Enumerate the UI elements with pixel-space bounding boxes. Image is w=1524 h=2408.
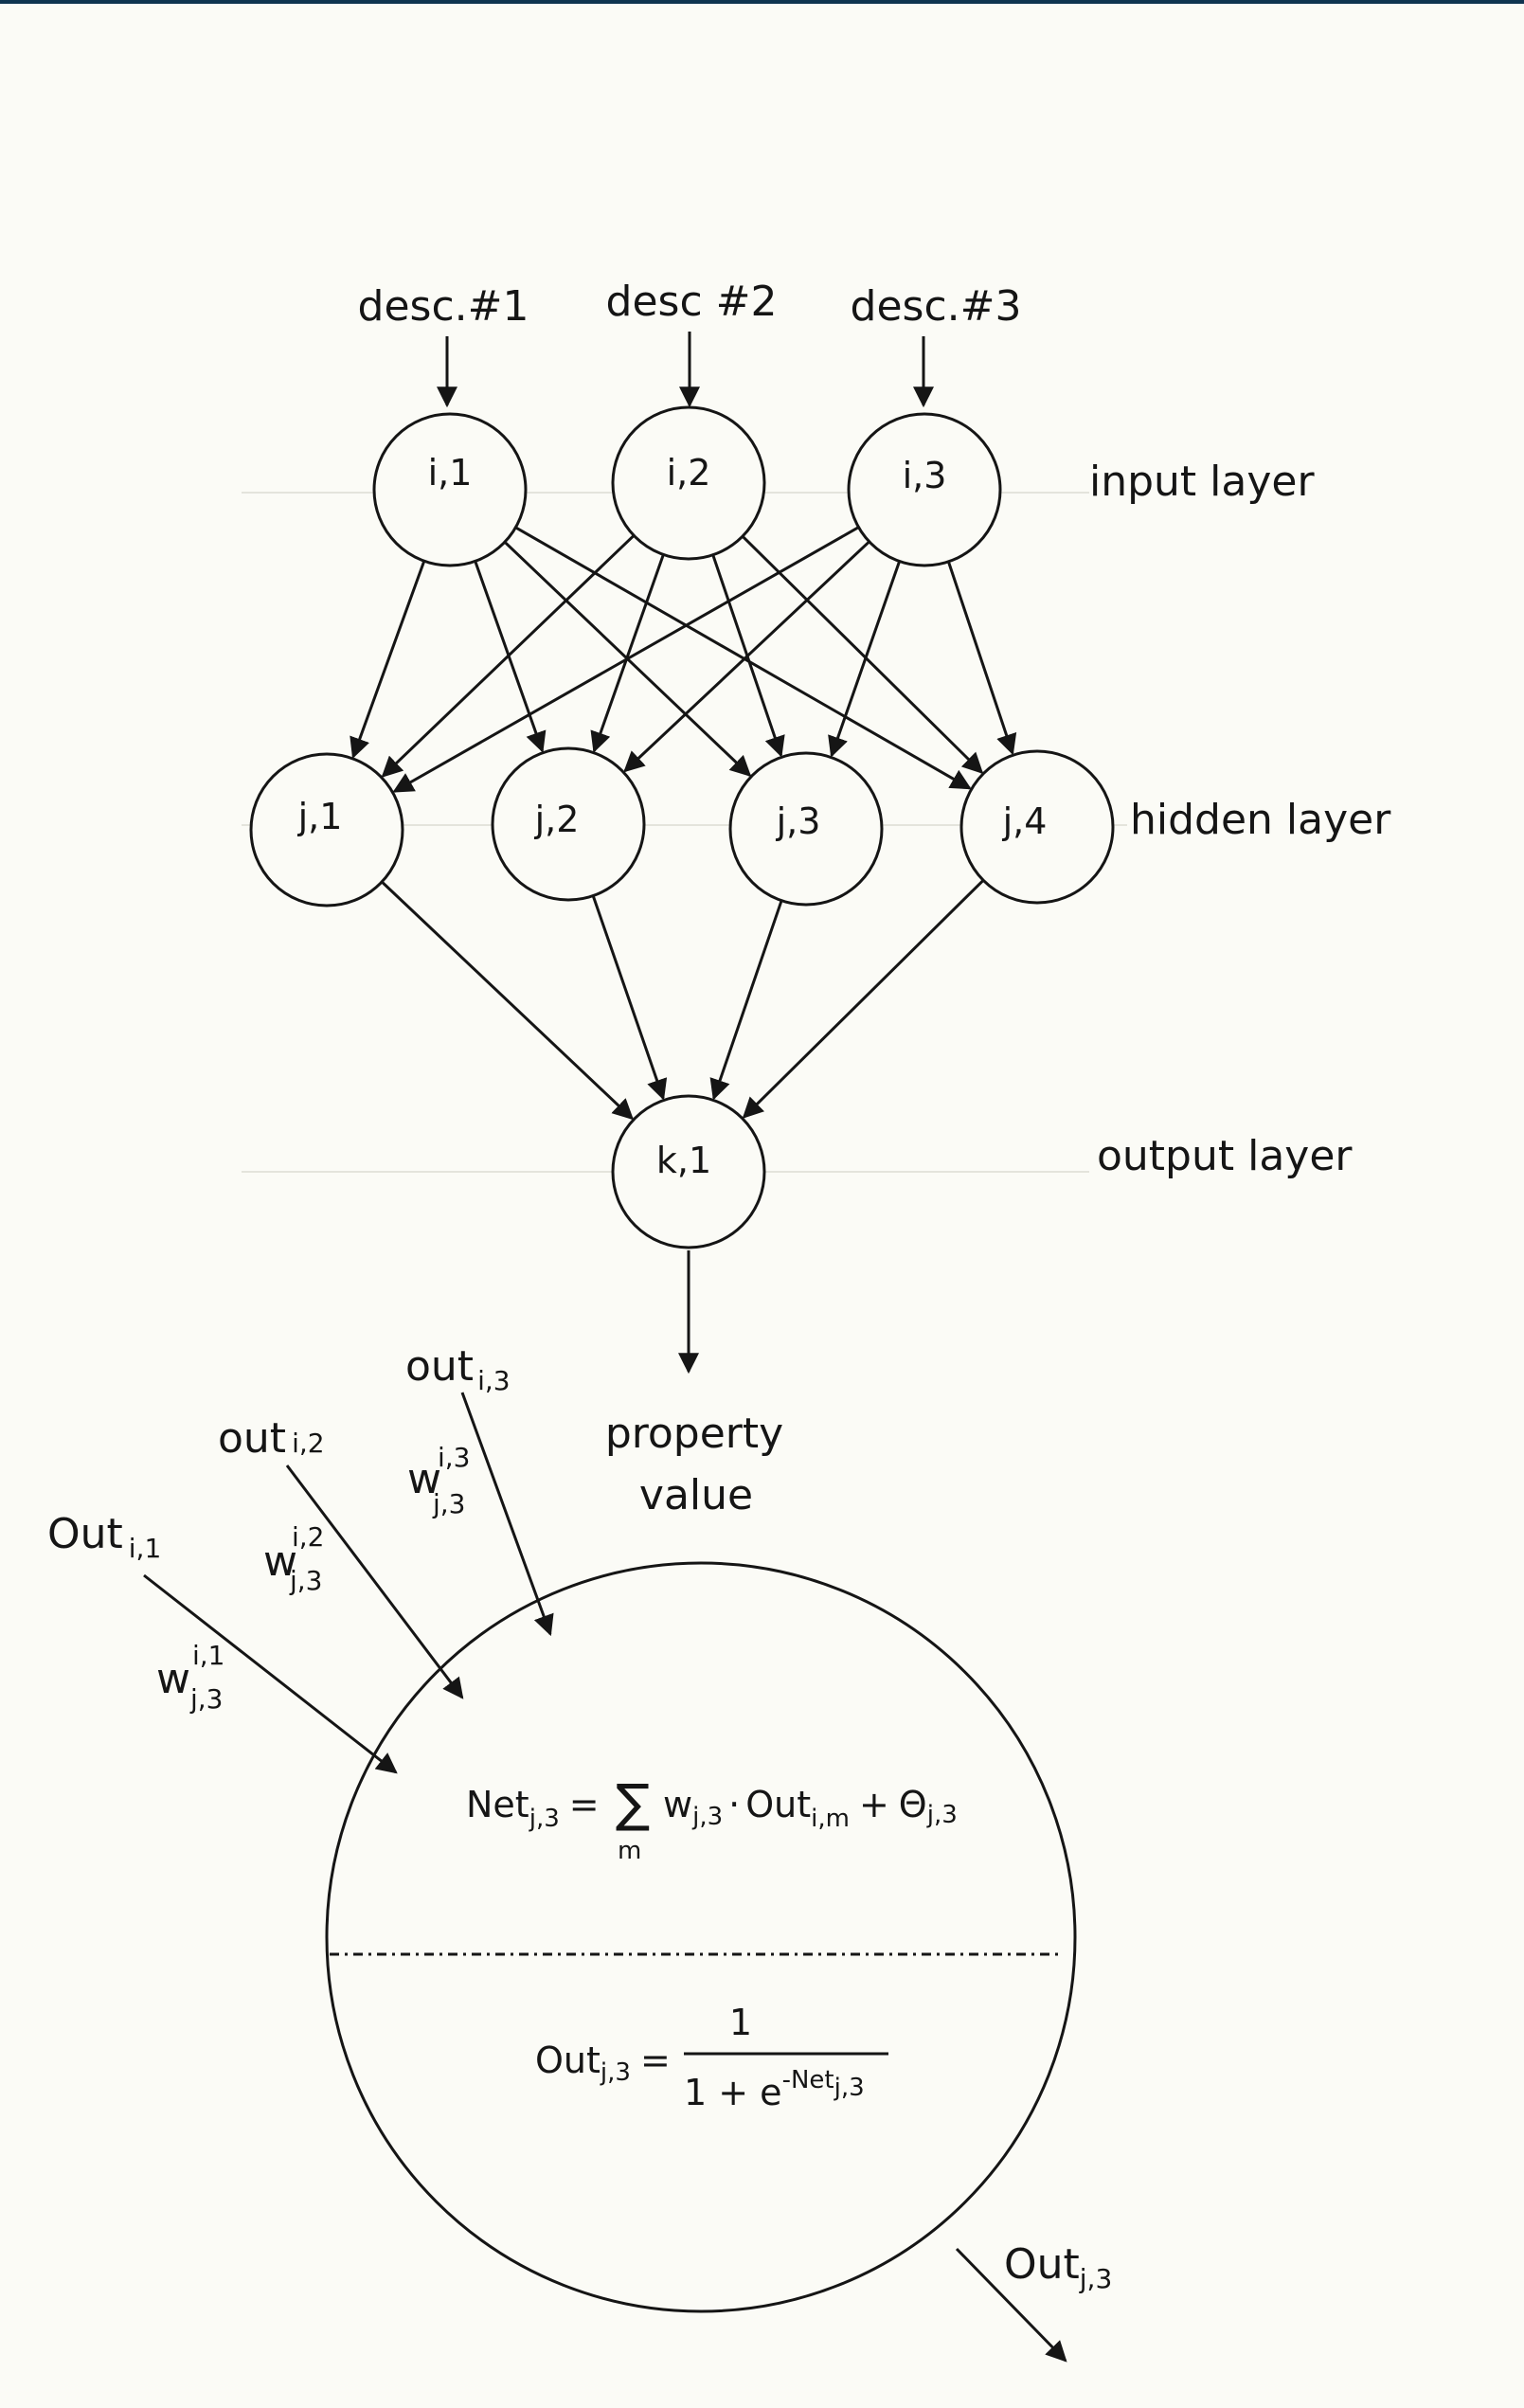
value-label: value bbox=[639, 1471, 753, 1519]
edge-j3-k1 bbox=[709, 900, 783, 1101]
w3-base: w bbox=[407, 1455, 441, 1503]
input-layer-label: input layer bbox=[1089, 458, 1315, 506]
hidden-node-3: j,3 bbox=[728, 751, 884, 907]
out-lhs: Outj,3= bbox=[535, 2040, 671, 2087]
node-label: j,4 bbox=[1002, 800, 1048, 842]
w2-sub: j,3 bbox=[289, 1565, 323, 1596]
input-desc-3: desc.#3 bbox=[851, 282, 1022, 331]
property-label: property bbox=[605, 1410, 783, 1458]
node-circle bbox=[249, 752, 404, 907]
node-label: j,3 bbox=[776, 800, 821, 842]
w3-sup: i,3 bbox=[438, 1442, 471, 1473]
sum-index: m bbox=[618, 1837, 641, 1865]
edge-i3-j3 bbox=[828, 561, 902, 758]
output-layer-label: output layer bbox=[1097, 1132, 1353, 1180]
edge-j4-k1 bbox=[742, 879, 985, 1119]
node-circle bbox=[372, 412, 528, 567]
detail-neuron-circle bbox=[325, 1561, 1077, 2313]
edge-j2-k1 bbox=[591, 895, 668, 1101]
edge-i1-j1 bbox=[350, 560, 426, 759]
w1-sub: j,3 bbox=[189, 1683, 224, 1715]
out-i1-base: Out bbox=[47, 1510, 123, 1558]
hidden-node-4: j,4 bbox=[959, 749, 1115, 905]
out-i2-sub: i,2 bbox=[292, 1428, 325, 1459]
edge-i2-j1 bbox=[381, 534, 636, 778]
top-border-line bbox=[0, 0, 1524, 4]
w2-sup: i,2 bbox=[292, 1521, 325, 1553]
node-label: i,1 bbox=[428, 452, 473, 494]
input-desc-2: desc #2 bbox=[606, 278, 778, 326]
w3-sub: j,3 bbox=[432, 1488, 466, 1519]
node-label: i,3 bbox=[903, 455, 947, 496]
edge-i3-j1 bbox=[392, 526, 860, 793]
node-circle bbox=[847, 412, 1002, 567]
node-label: j,1 bbox=[297, 796, 343, 837]
out-i2-base: out bbox=[218, 1414, 286, 1463]
out-numerator: 1 bbox=[729, 2002, 752, 2043]
out-denominator: 1 + e-Netj,3 bbox=[684, 2066, 865, 2113]
out-i3-sub: i,3 bbox=[477, 1365, 511, 1396]
input-node-3: i,3 bbox=[847, 412, 1002, 567]
input-desc-1: desc.#1 bbox=[358, 282, 529, 331]
out-i3-base: out bbox=[405, 1342, 474, 1391]
edge-i2-j2 bbox=[590, 553, 665, 753]
hidden-node-2: j,2 bbox=[491, 746, 646, 902]
input-arrows bbox=[437, 332, 934, 408]
net-rhs: wj,3·Outi,m+Θj,3 bbox=[663, 1784, 958, 1833]
hidden-layer-label: hidden layer bbox=[1130, 796, 1391, 844]
w1-sup: i,1 bbox=[192, 1640, 225, 1671]
out-equation: Outj,3= 1 1 + e-Netj,3 bbox=[535, 2002, 888, 2113]
out-i1-sub: i,1 bbox=[129, 1533, 162, 1564]
input-node-2: i,2 bbox=[611, 405, 766, 561]
node-circle bbox=[491, 746, 646, 902]
sum-symbol: ∑ bbox=[616, 1773, 650, 1833]
connection-arrows bbox=[350, 526, 1017, 1121]
edge-i3-j4 bbox=[946, 561, 1017, 756]
out-j3-label: Outj,3 bbox=[1004, 2240, 1112, 2294]
net-lhs: Netj,3= bbox=[466, 1784, 600, 1833]
node-label: j,2 bbox=[534, 799, 580, 840]
detail-output-arrow bbox=[955, 2247, 1067, 2363]
input-node-1: i,1 bbox=[372, 412, 528, 567]
node-circle bbox=[728, 751, 884, 907]
output-node: k,1 bbox=[611, 1094, 766, 1249]
hidden-node-1: j,1 bbox=[249, 752, 404, 907]
detail-input-arrows bbox=[143, 1392, 1067, 2363]
net-equation: Netj,3= ∑ m wj,3·Outi,m+Θj,3 bbox=[466, 1773, 958, 1865]
node-circle bbox=[611, 1094, 766, 1249]
w2-base: w bbox=[263, 1537, 297, 1586]
edge-j1-k1 bbox=[381, 880, 634, 1121]
detail-arrow-3 bbox=[460, 1392, 554, 1637]
w1-base: w bbox=[156, 1655, 190, 1703]
node-label: k,1 bbox=[656, 1140, 711, 1181]
node-circle bbox=[959, 749, 1115, 905]
edge-i2-j4 bbox=[741, 535, 984, 774]
node-circle bbox=[611, 405, 766, 561]
edge-i1-j4 bbox=[514, 526, 972, 790]
edge-i3-j2 bbox=[623, 540, 870, 773]
node-label: i,2 bbox=[667, 452, 711, 494]
detail-arrow-1 bbox=[143, 1573, 398, 1774]
detail-arrow-2 bbox=[285, 1465, 464, 1699]
